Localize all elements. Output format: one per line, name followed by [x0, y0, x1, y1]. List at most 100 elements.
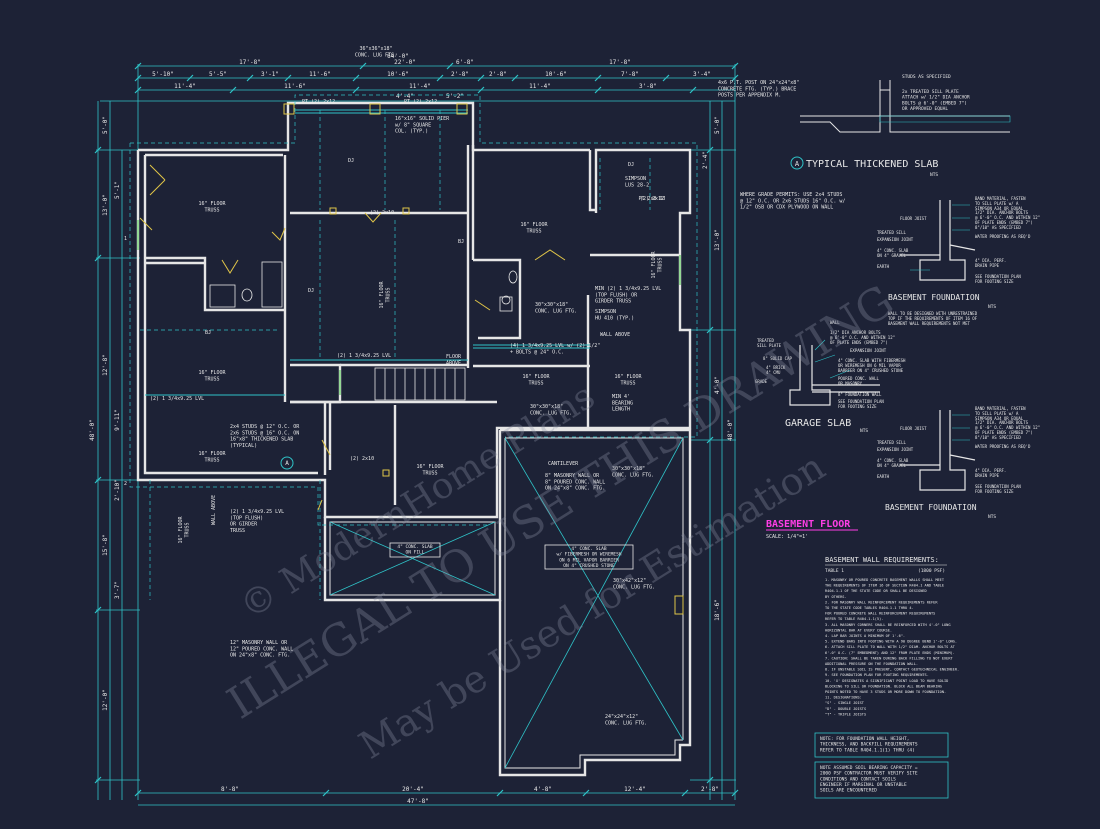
windows	[137, 220, 681, 395]
dimension-lines	[96, 64, 736, 806]
note-truss-h: 16" FLOORTRUSS	[651, 250, 663, 278]
note-soil-frame	[814, 761, 949, 799]
requirement-line: 11. DESIGNATIONS:	[825, 696, 862, 700]
detail-3-callout-1: WALL	[830, 320, 840, 325]
dimension-ticks	[94, 62, 739, 797]
requirement-line: 3. ALL MASONRY CORNERS SHALL BE REINFORC…	[825, 623, 951, 627]
bath-fixtures	[209, 261, 518, 312]
detail-4-callout-2: 1/2" DIA. ANCHOR BOLTS@ 6'-0" O.C. AND W…	[975, 420, 1040, 435]
note-2x10b: (2) 2x10	[350, 456, 374, 462]
detail-basement-foundation-1: BASEMENT FOUNDATION NTS BAND MATERIAL, F…	[877, 196, 1040, 310]
detail-3-callout-6: 8" FOUNDATION WALL	[838, 392, 882, 397]
dim-left-c: 12'-8"	[102, 354, 109, 376]
dim-bot-b: 20'-4"	[402, 786, 424, 793]
detail-4-left-1: FLOOR JOIST	[900, 426, 927, 431]
dim-bot-a: 8'-8"	[221, 786, 239, 793]
note-soil: NOTE ASSUMED SOIL BEARING CAPACITY =2000…	[820, 765, 918, 794]
dim-top-r2-c: 3'-1"	[261, 71, 279, 78]
dim-top-r3-b: 11'-6"	[284, 83, 306, 90]
dim-left-overall: 48'-0"	[89, 419, 96, 441]
detail-2-title: BASEMENT FOUNDATION	[888, 293, 980, 302]
requirement-line: ADDITIONAL PRESSURE ON THE FOUNDATION WA…	[825, 662, 918, 666]
note-ftg-24: 24"x24"x12"CONC. LUG FTG.	[605, 714, 647, 726]
dim-top-r2-e: 10'-6"	[387, 71, 409, 78]
detail-2-nts: NTS	[988, 304, 996, 310]
detail-2-callout-5: 4" DIA. PERF.DRAIN PIPE	[975, 258, 1006, 268]
note-lvl-5: (4) 1 3/4x9.25 LVL w/ (2) 1/2"+ BOLTS @ …	[510, 343, 600, 355]
dim-top-r3-d: 11'-4"	[529, 83, 551, 90]
requirement-line: "D" - DOUBLE JOISTS	[825, 707, 866, 711]
dim-right-overall: 48'-0"	[727, 419, 734, 441]
dim-top-overall: 17'-8"	[239, 59, 261, 66]
requirement-line: 6. ATTACH SILL PLATE TO WALL WITH 1/2" D…	[825, 645, 956, 649]
dim-left-h: 2'-10"	[114, 479, 121, 501]
note-cantilever: CANTILEVER	[548, 461, 579, 467]
detail-4-left-2: TREATED SILL	[877, 440, 906, 445]
sheet-scale: SCALE: 1/4"=1'	[766, 534, 808, 540]
detail-1-title: TYPICAL THICKENED SLAB	[806, 159, 938, 170]
dim-left-e: 12'-0"	[102, 689, 109, 711]
note-ftg-30b: 30"x30"x18"CONC. LUG FTG.	[530, 404, 572, 416]
dim-top-r3-a: 11'-4"	[174, 83, 196, 90]
dim-top-r4-a: 4'-4"	[396, 93, 414, 100]
note-height-frame	[814, 732, 949, 758]
note-dj2: DJ	[308, 288, 314, 294]
dim-left-f: 5'-1"	[114, 181, 121, 199]
dim-right-d: 18'-6"	[714, 599, 721, 621]
detail-1-nts: NTS	[930, 172, 938, 178]
note-lvl-2: (2) 1 3/4x9.25 LVL	[337, 353, 391, 359]
note-num-1: 1	[124, 236, 127, 242]
garage-slab-diagonals	[329, 437, 684, 769]
section-marker-a: A	[280, 456, 294, 470]
note-lvl-1: (2) 1 3/4x9.25 LVL	[150, 396, 204, 402]
dim-bot-c: 4'-8"	[534, 786, 552, 793]
dim-left-b: 13'-0"	[102, 194, 109, 216]
note-bj2: BJ	[458, 239, 464, 245]
requirement-line: 9. SEE FOUNDATION PLAN FOR FOOTING REQUI…	[825, 673, 929, 677]
dim-top-r2-f: 2'-8"	[451, 71, 469, 78]
dim-top-r3-c: 11'-4"	[409, 83, 431, 90]
note-bj: BJ	[205, 330, 211, 336]
stairs	[374, 367, 466, 401]
section-marker-a-label: A	[285, 460, 289, 467]
foundation-walls	[136, 101, 692, 777]
detail-basement-foundation-2: BASEMENT FOUNDATION NTS BAND MATERIAL, F…	[877, 311, 1040, 520]
detail-2-callout-2: 1/2" DIA. ANCHOR BOLTS@ 6'-0" O.C. AND W…	[975, 210, 1040, 225]
piers	[283, 103, 684, 615]
note-pt-left: PT (2) 2x12	[302, 99, 335, 105]
requirement-line: BY OTHERS.	[825, 595, 847, 599]
dim-top-r2-b: 5'-5"	[209, 71, 227, 78]
requirement-line: TO THE STATE CODE TABLES R404.1.1 THRU 4…	[825, 606, 914, 610]
slab-box-2-frame	[544, 544, 634, 570]
dim-bot-overall: 47'-8"	[407, 798, 429, 805]
detail-2-left-2: TREATED SILL	[877, 230, 906, 235]
requirement-line: R404.1.1 OF THE STATE CODE OR SHALL BE D…	[825, 589, 927, 593]
dim-top-r2-i: 7'-8"	[621, 71, 639, 78]
detail-3-left-2: 8" SOLID CAP	[763, 356, 792, 361]
dim-right-b: 13'-0"	[714, 229, 721, 251]
dim-top-r2-g: 2'-8"	[489, 71, 507, 78]
requirements-table: TABLE 1	[825, 568, 844, 574]
detail-2-callout-3: 8"/10" AS SPECIFIED	[975, 225, 1021, 230]
note-dj: DJ	[348, 158, 354, 164]
detail-thickened-slab: A TYPICAL THICKENED SLAB NTS STUDS AS SP…	[790, 74, 1011, 178]
note-height: NOTE: FOR FOUNDATION WALL HEIGHT,THICKNE…	[820, 736, 918, 753]
note-bearing: WHERE GRADE PERMITS: USE 2x4 STUDS@ 12" …	[740, 192, 845, 211]
